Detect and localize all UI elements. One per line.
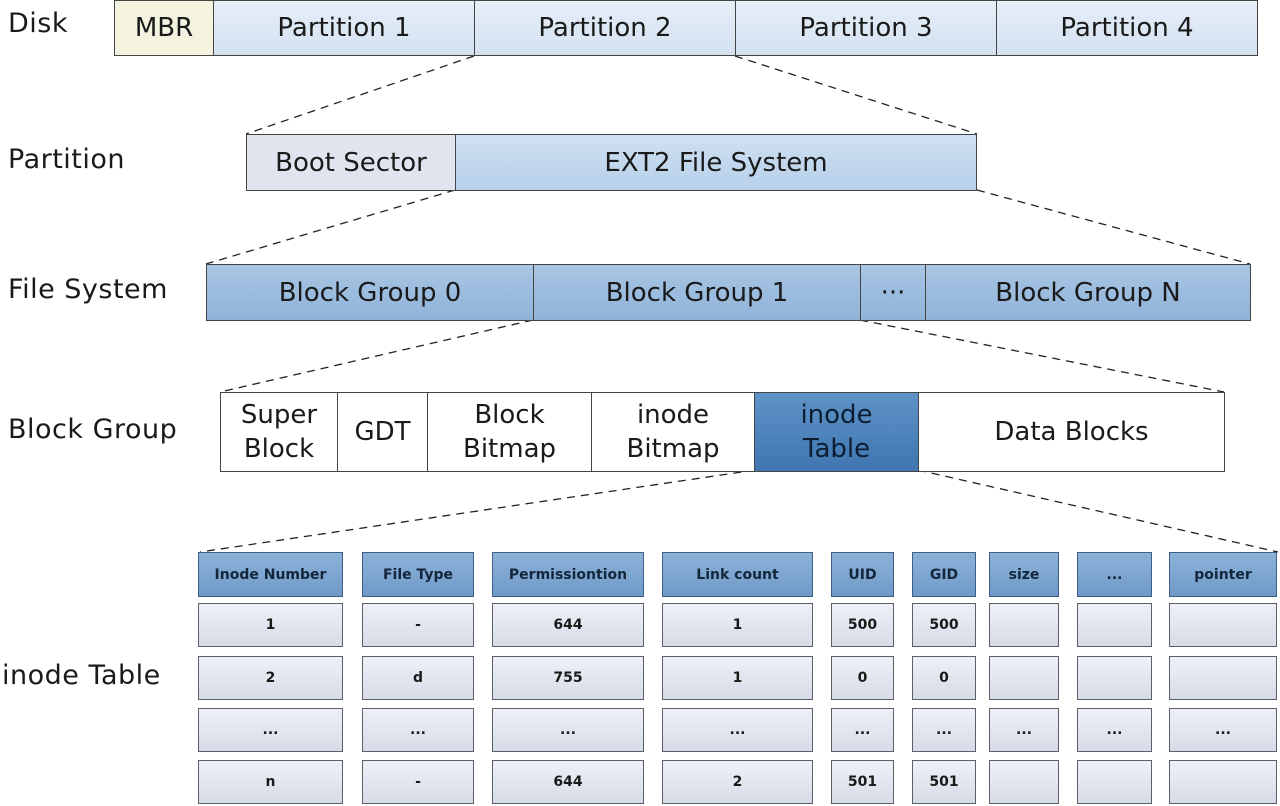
zoom-line-fs-left: [219, 319, 534, 393]
table-cell: ...: [492, 708, 644, 752]
table-header-cell: UID: [831, 552, 894, 597]
table-cell: ...: [831, 708, 894, 752]
table-cell: 644: [492, 760, 644, 804]
zoom-line-partition-left: [205, 189, 456, 265]
table-cell: 0: [912, 656, 976, 700]
table-cell: 755: [492, 656, 644, 700]
table-cell: 2: [198, 656, 343, 700]
table-cell: 1: [662, 656, 813, 700]
partition-4-box: Partition 4: [996, 0, 1258, 56]
block-group-ellipsis-box: ···: [860, 264, 926, 321]
zoom-line-bg-right: [917, 469, 1279, 553]
table-header-cell: File Type: [362, 552, 474, 597]
inode-table-box: inode Table: [754, 392, 919, 472]
block-group-0-box: Block Group 0: [206, 264, 534, 321]
table-cell: 1: [662, 603, 813, 647]
table-cell: 644: [492, 603, 644, 647]
table-cell: [1077, 760, 1152, 804]
zoom-line-fs-right: [859, 319, 1225, 393]
table-header-cell: GID: [912, 552, 976, 597]
table-cell: -: [362, 760, 474, 804]
block-group-label: Block Group: [8, 414, 178, 445]
table-cell: [1169, 603, 1277, 647]
table-cell: 501: [912, 760, 976, 804]
table-cell: 501: [831, 760, 894, 804]
ext2-file-system-box: EXT2 File System: [455, 134, 977, 191]
partition-label: Partition: [8, 144, 126, 175]
table-cell: 0: [831, 656, 894, 700]
table-cell: ...: [989, 708, 1059, 752]
table-header-cell: Permissiontion: [492, 552, 644, 597]
table-header-cell: size: [989, 552, 1059, 597]
table-cell: ...: [1077, 708, 1152, 752]
block-group-1-box: Block Group 1: [533, 264, 861, 321]
table-cell: ...: [362, 708, 474, 752]
partition-1-box: Partition 1: [213, 0, 475, 56]
boot-sector-box: Boot Sector: [246, 134, 456, 191]
table-cell: [1077, 656, 1152, 700]
table-cell: ...: [912, 708, 976, 752]
block-group-n-box: Block Group N: [925, 264, 1251, 321]
table-cell: 2: [662, 760, 813, 804]
table-cell: d: [362, 656, 474, 700]
zoom-line-disk-right: [734, 55, 978, 135]
inode-table-label: inode Table: [2, 660, 161, 691]
zoom-line-partition-right: [976, 189, 1251, 265]
table-cell: [1169, 760, 1277, 804]
gdt-box: GDT: [337, 392, 428, 472]
table-cell: [1169, 656, 1277, 700]
partition-3-box: Partition 3: [735, 0, 997, 56]
table-header-cell: pointer: [1169, 552, 1277, 597]
table-cell: [989, 603, 1059, 647]
data-blocks-box: Data Blocks: [918, 392, 1225, 472]
zoom-line-bg-left: [199, 469, 756, 553]
table-cell: [989, 760, 1059, 804]
block-bitmap-box: Block Bitmap: [427, 392, 592, 472]
table-header-cell: Inode Number: [198, 552, 343, 597]
inode-bitmap-box: inode Bitmap: [591, 392, 755, 472]
table-cell: [1077, 603, 1152, 647]
table-cell: n: [198, 760, 343, 804]
table-cell: 1: [198, 603, 343, 647]
mbr-box: MBR: [114, 0, 214, 56]
disk-label: Disk: [8, 8, 68, 39]
table-cell: ...: [198, 708, 343, 752]
zoom-line-disk-left: [245, 55, 475, 135]
file-system-label: File System: [8, 274, 168, 305]
table-cell: -: [362, 603, 474, 647]
table-cell: 500: [831, 603, 894, 647]
table-cell: ...: [662, 708, 813, 752]
table-header-cell: Link count: [662, 552, 813, 597]
table-cell: 500: [912, 603, 976, 647]
partition-2-box: Partition 2: [474, 0, 736, 56]
table-cell: [989, 656, 1059, 700]
table-header-cell: ...: [1077, 552, 1152, 597]
table-cell: ...: [1169, 708, 1277, 752]
super-block-box: Super Block: [220, 392, 338, 472]
